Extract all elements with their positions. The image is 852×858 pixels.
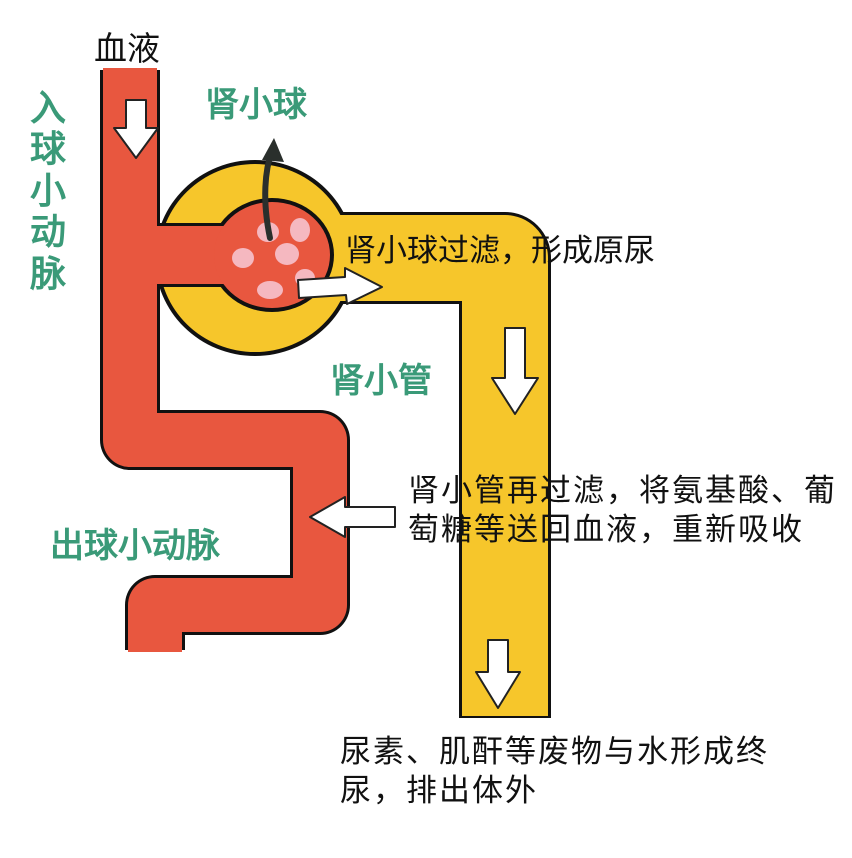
down-arrow-icon bbox=[113, 99, 159, 159]
label-blood: 血液 bbox=[94, 29, 160, 68]
label-efferent-arteriole: 出球小动脉 bbox=[50, 526, 220, 566]
right-arrow-icon bbox=[297, 267, 383, 305]
down-arrow-icon bbox=[491, 327, 539, 415]
left-arrow-icon bbox=[309, 496, 396, 538]
down-arrow-icon bbox=[475, 639, 521, 709]
renal-tubule-shape bbox=[155, 160, 551, 718]
label-glomerular-filtration: 肾小球过滤，形成原尿 bbox=[345, 233, 655, 269]
label-afferent-arteriole: 入球小动脉 bbox=[30, 88, 67, 295]
label-final-urine: 尿素、肌酐等废物与水形成终尿，排出体外 bbox=[340, 734, 769, 809]
label-reabsorption: 肾小管再过滤，将氨基酸、葡萄糖等送回血液，重新吸收 bbox=[408, 473, 837, 548]
label-glomerulus: 肾小球 bbox=[205, 85, 307, 125]
label-renal-tubule: 肾小管 bbox=[330, 361, 432, 401]
